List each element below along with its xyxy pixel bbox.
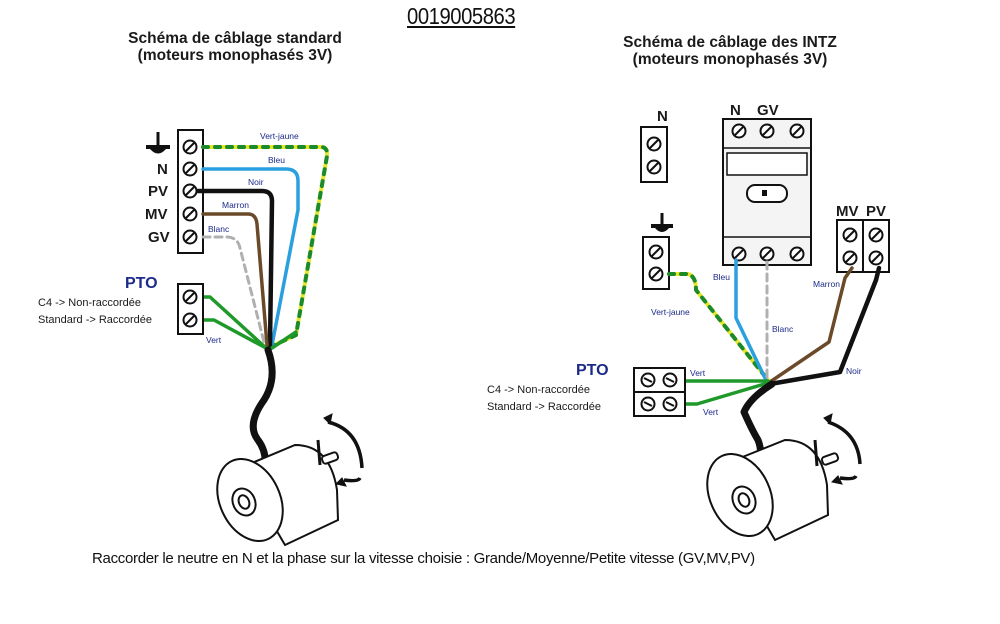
terminal-n-screw xyxy=(182,161,198,177)
pto-label-left: PTO xyxy=(125,275,158,292)
wire-mv xyxy=(201,212,269,347)
wire-label-white-right: Blanc xyxy=(772,324,794,334)
pv-label: PV xyxy=(866,203,887,220)
wire-label-mv: Marron xyxy=(222,200,249,210)
wire-label-pv: Noir xyxy=(248,177,264,187)
wire-neutral xyxy=(201,167,300,347)
pto-r-screw-4 xyxy=(662,396,678,412)
mv-screw-1 xyxy=(842,227,858,243)
intz-top-screw-2 xyxy=(759,123,775,139)
pto-note-standard-right: Standard -> Raccordée xyxy=(487,401,602,413)
wire-pto-1 xyxy=(201,295,268,350)
wire-brown-right xyxy=(768,266,854,384)
n-block-label: N xyxy=(657,108,668,125)
pto-note-c4-right: C4 -> Non-raccordée xyxy=(487,384,591,396)
right-title-line1: Schéma de câblage des INTZ xyxy=(623,34,837,51)
right-title-line2: (moteurs monophasés 3V) xyxy=(632,51,828,68)
earth-screw-2 xyxy=(648,266,664,282)
pto-r-screw-2 xyxy=(662,372,678,388)
mv-screw-2 xyxy=(842,250,858,266)
terminal-mv-screw xyxy=(182,206,198,222)
intz-bottom-screw-3 xyxy=(789,246,805,262)
left-diagram-title: Schéma de câblage standard (moteurs mono… xyxy=(95,30,375,64)
pto-screw-2 xyxy=(182,312,198,328)
wire-black-right xyxy=(767,265,882,387)
right-diagram-title: Schéma de câblage des INTZ (moteurs mono… xyxy=(580,34,880,68)
pv-screw-2 xyxy=(868,250,884,266)
motor-right xyxy=(706,438,840,542)
left-diagram xyxy=(146,129,364,547)
n-screw-2 xyxy=(646,159,662,175)
wire-label-earth-right: Vert-jaune xyxy=(651,307,690,317)
earth-screw-1 xyxy=(648,244,664,260)
footer-instruction: Raccorder le neutre en N et la phase sur… xyxy=(92,550,755,567)
wire-label-earth: Vert-jaune xyxy=(260,131,299,141)
right-pto-block xyxy=(633,367,686,417)
wire-label-neutral: Bleu xyxy=(268,155,286,165)
intz-label-gv: GV xyxy=(757,102,779,119)
pto-r-screw-3 xyxy=(640,396,656,412)
terminal-label-pv: PV xyxy=(148,183,169,200)
wire-label-black-right: Noir xyxy=(846,366,862,376)
wire-label-pto-top-right: Vert xyxy=(690,368,706,378)
terminal-label-gv: GV xyxy=(148,229,170,246)
wire-gv xyxy=(201,235,266,344)
pv-screw-1 xyxy=(868,227,884,243)
terminal-pv-screw xyxy=(182,183,198,199)
wire-label-gv: Blanc xyxy=(208,224,230,234)
wire-label-pto-bottom-right: Vert xyxy=(703,407,719,417)
wire-label-neutral-right: Bleu xyxy=(713,272,731,282)
intz-top-screw-3 xyxy=(789,123,805,139)
terminal-earth-screw xyxy=(182,139,198,155)
pto-note-standard-left: Standard -> Raccordée xyxy=(38,314,153,326)
pto-note-c4-left: C4 -> Non-raccordée xyxy=(38,297,142,309)
earth-icon-right xyxy=(651,213,673,232)
motor-left xyxy=(216,439,340,547)
mv-label: MV xyxy=(836,203,859,220)
wire-label-pto: Vert xyxy=(206,335,222,345)
pto-screw-1 xyxy=(182,289,198,305)
earth-icon xyxy=(146,132,170,154)
rotation-arrow-right xyxy=(823,413,862,485)
left-title-line2: (moteurs monophasés 3V) xyxy=(137,47,333,64)
intz-top-screw-1 xyxy=(731,123,747,139)
wire-pto-2 xyxy=(201,318,268,350)
wire-neutral-right xyxy=(734,258,768,382)
wire-pto-bottom-right xyxy=(683,381,770,406)
n-screw-1 xyxy=(646,136,662,152)
intz-label-n: N xyxy=(730,102,741,119)
terminal-gv-screw xyxy=(182,229,198,245)
wire-pv xyxy=(195,188,275,348)
intz-bottom-screw-2 xyxy=(759,246,775,262)
terminal-label-n: N xyxy=(157,161,168,178)
pto-label-right: PTO xyxy=(576,362,609,379)
rotation-arrow-left xyxy=(323,413,364,487)
pto-r-screw-1 xyxy=(640,372,656,388)
left-title-line1: Schéma de câblage standard xyxy=(128,30,342,47)
intz-bottom-screw-1 xyxy=(731,246,747,262)
document-id: 0019005863 xyxy=(407,3,516,29)
intz-module xyxy=(722,118,812,266)
terminal-label-mv: MV xyxy=(145,206,168,223)
wire-label-brown-right: Marron xyxy=(813,279,840,289)
right-diagram xyxy=(633,118,890,542)
